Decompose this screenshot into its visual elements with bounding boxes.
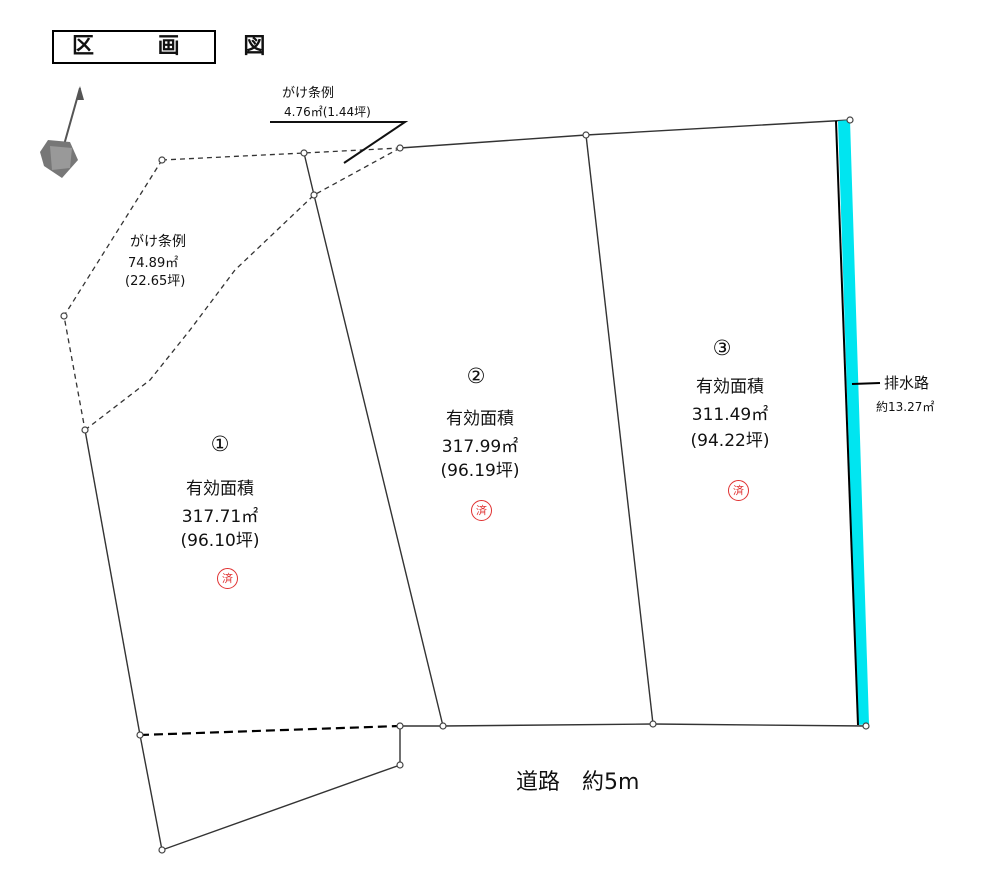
compass-icon: [40, 86, 84, 178]
cliff-small-area: 4.76㎡(1.44坪): [284, 105, 371, 119]
drain-label: 排水路: [884, 374, 930, 392]
lot2-area: 317.99㎡: [441, 437, 519, 457]
lot3-label: 有効面積: [696, 377, 764, 397]
cliff-small-pointer: [270, 121, 409, 164]
lot2-number: ②: [466, 364, 486, 388]
drain-edge: [835, 120, 859, 726]
cliff-large-area: 74.89㎡: [128, 256, 179, 271]
lot2-label: 有効面積: [446, 409, 514, 429]
survey-markers: [60, 116, 870, 854]
road-label: 道路 約5m: [516, 770, 640, 795]
cliff-small-label: がけ条例: [282, 86, 335, 101]
lot2-stamp: 済: [471, 500, 492, 521]
lot3-area: 311.49㎡: [691, 405, 769, 425]
lot3-tsubo: (94.22坪): [690, 431, 770, 451]
cliff-large-tsubo: (22.65坪): [125, 274, 186, 289]
lot3-number: ③: [712, 336, 732, 360]
drain-pointer: [851, 382, 881, 385]
lot2-tsubo: (96.19坪): [440, 461, 520, 481]
drain-area: 約13.27㎡: [876, 400, 935, 414]
lot3-stamp: 済: [728, 480, 749, 501]
lot1-number: ①: [210, 432, 230, 456]
lot1-road-line: [139, 724, 401, 737]
lot1-label: 有効面積: [186, 479, 254, 499]
drain-channel: [838, 120, 869, 725]
page-title: 区 画 図: [52, 30, 265, 64]
lot1-area: 317.71㎡: [181, 507, 259, 527]
cliff-large-label: がけ条例: [130, 234, 186, 250]
lot1-stamp: 済: [217, 568, 238, 589]
cliff-boundaries: [63, 147, 401, 431]
lot1-tsubo: (96.10坪): [180, 531, 260, 551]
